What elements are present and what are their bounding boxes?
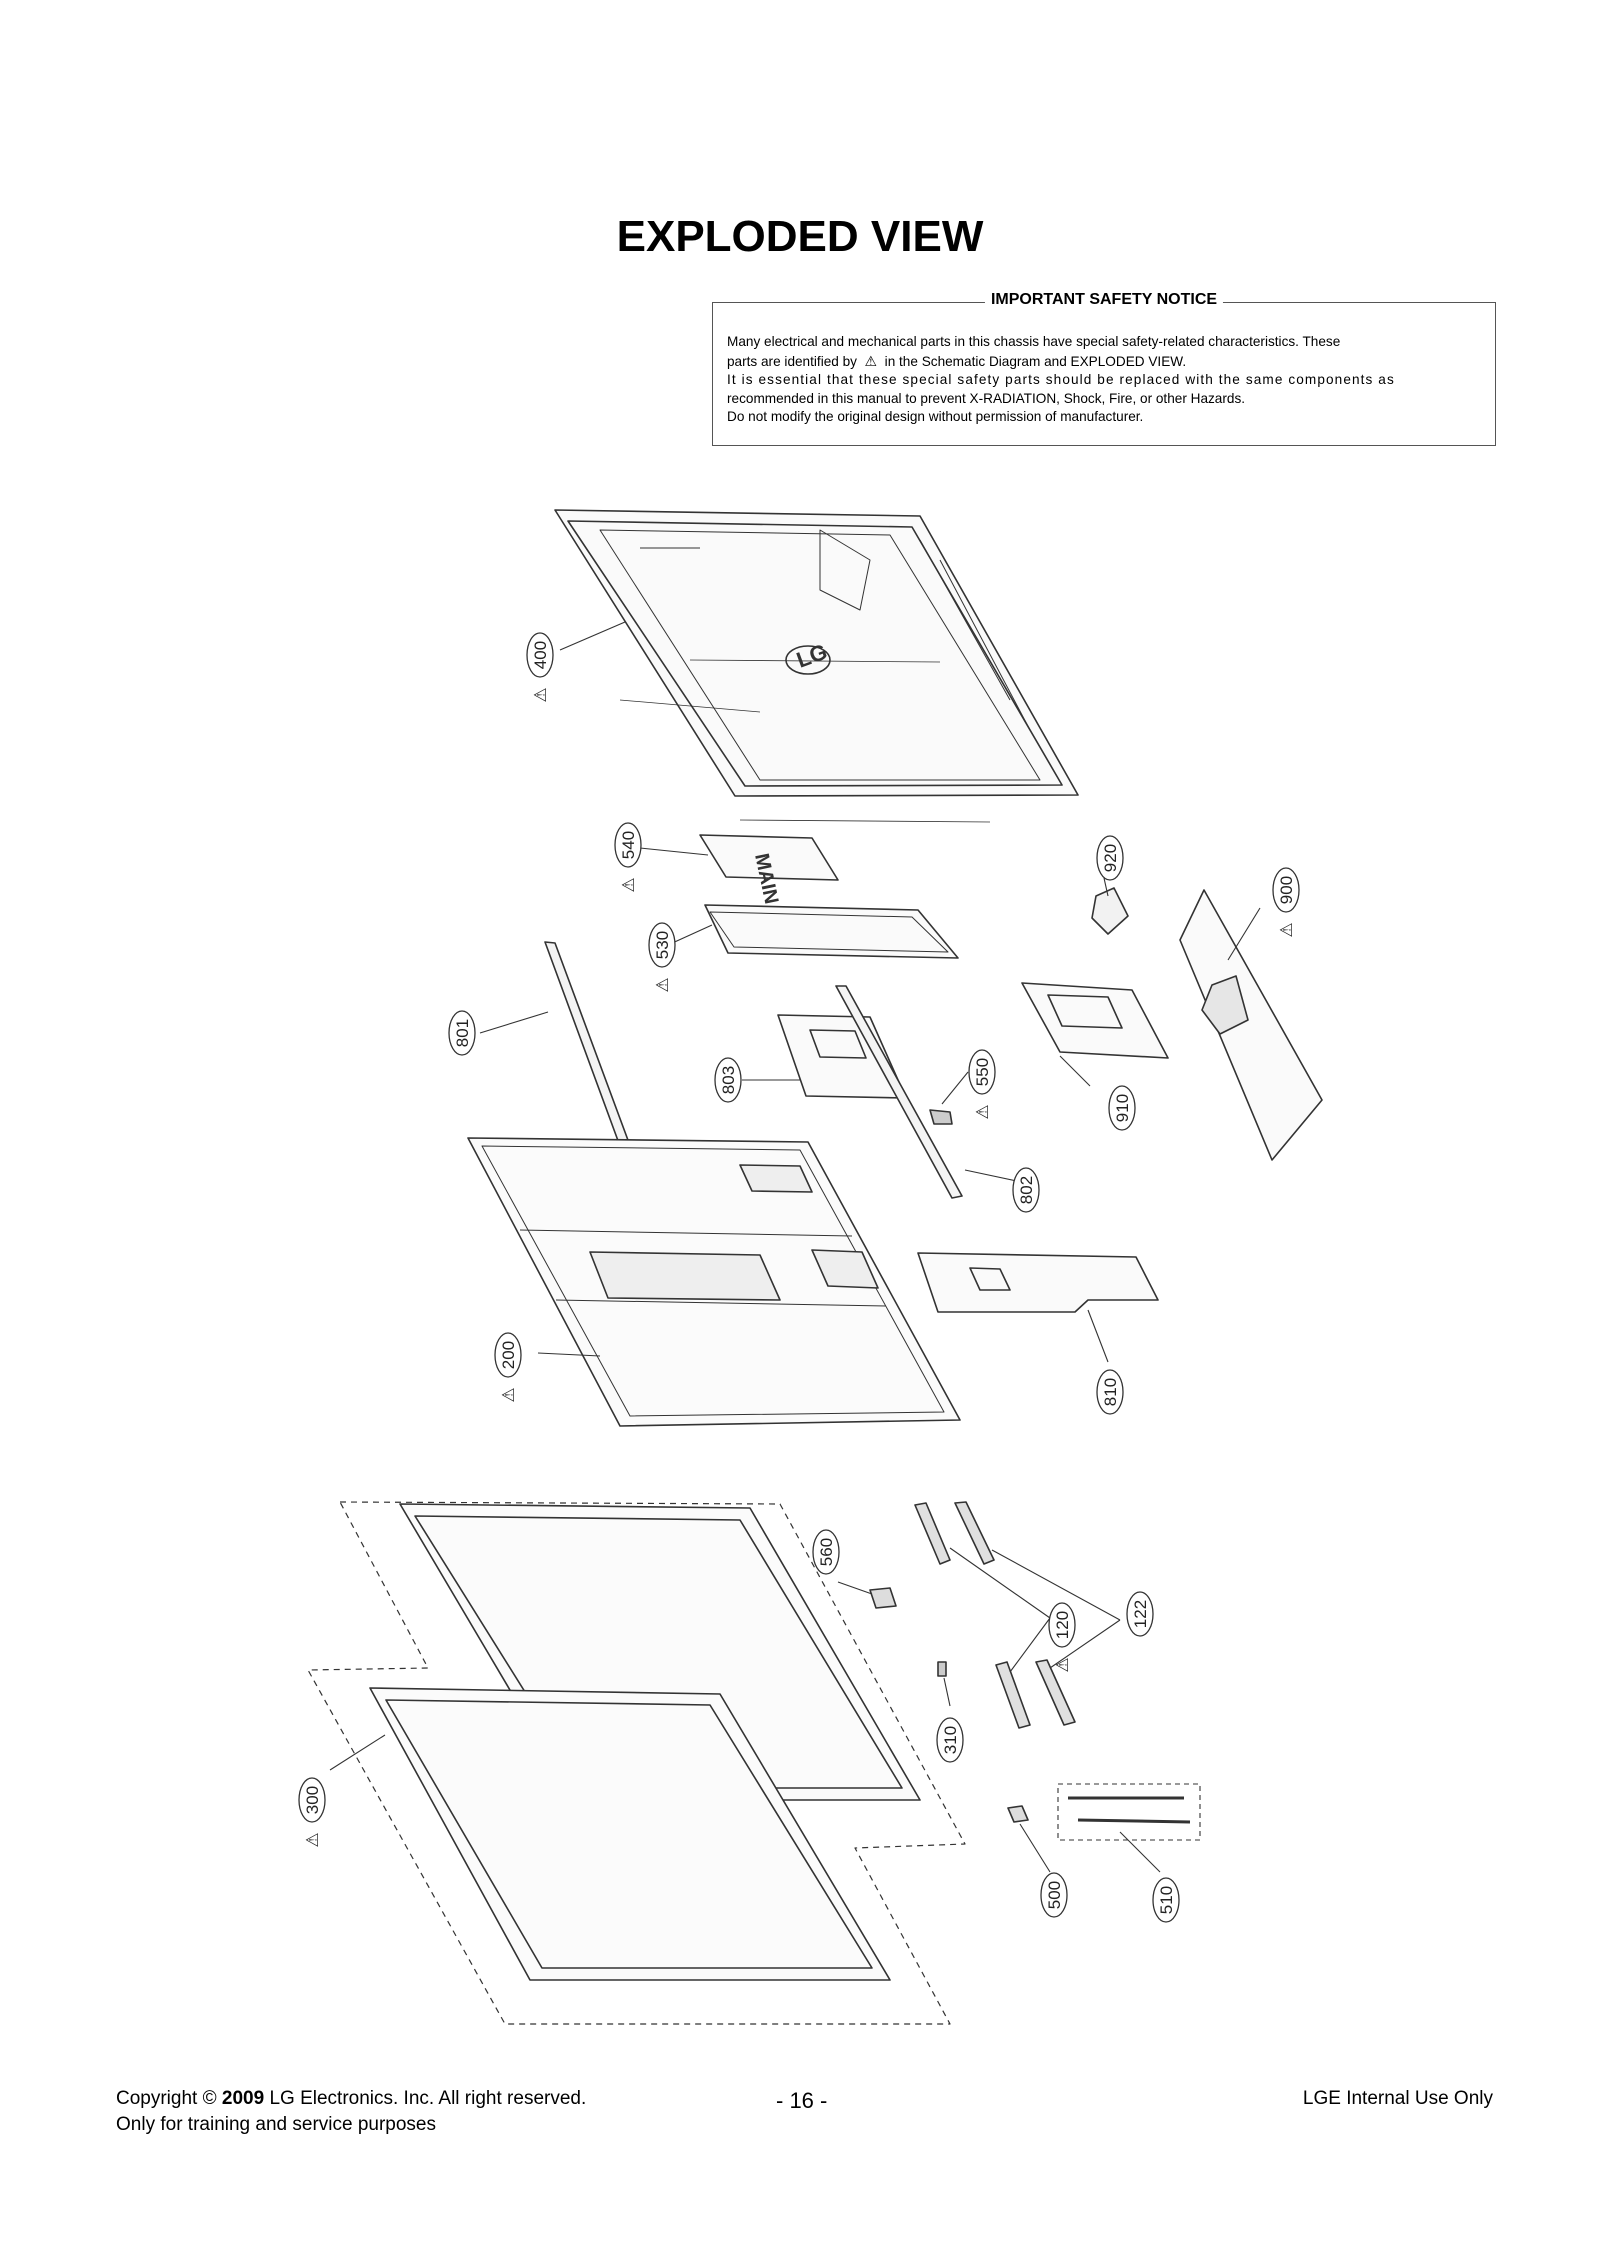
callout-bubble — [1012, 1167, 1040, 1213]
callout-number: 310 — [941, 1726, 960, 1754]
callout-number: 803 — [719, 1066, 738, 1094]
callout-number: 550 — [973, 1058, 992, 1086]
callout-540: 540 ⚠ — [614, 822, 642, 893]
callout-bubble — [1096, 1369, 1124, 1415]
callout-bubble — [812, 1529, 840, 1575]
callout-900: 900 ⚠ — [1272, 867, 1300, 938]
page-title: EXPLODED VIEW — [616, 212, 984, 261]
callout-number: 540 — [619, 831, 638, 859]
callout-bubble — [1040, 1872, 1068, 1918]
chassis-frame-part — [467, 1137, 961, 1427]
callout-bubble — [714, 1057, 742, 1103]
warning-triangle-icon: ⚠ — [973, 1104, 992, 1119]
safety-notice-title: IMPORTANT SAFETY NOTICE — [984, 291, 1224, 309]
leader-lines — [329, 621, 1261, 1873]
callout-400: 400 ⚠ — [526, 632, 554, 703]
callout-bubble — [936, 1717, 964, 1763]
callout-number: 560 — [817, 1538, 836, 1566]
warning-triangle-icon: ⚠ — [864, 352, 878, 369]
callout-801: 801 — [448, 1010, 476, 1056]
callout-bubble — [648, 922, 676, 968]
warning-triangle-icon: ⚠ — [653, 977, 672, 992]
callout-bubble — [1152, 1877, 1180, 1923]
power-board-part — [704, 904, 959, 959]
callout-layer: 400 ⚠ 540 ⚠ 530 ⚠ 920 900 ⚠ 801 803 550 ⚠ 910 802 810 20… — [298, 632, 1300, 1923]
callout-bubble — [614, 822, 642, 868]
notice-line-2-start: parts are identified by — [727, 353, 857, 369]
callout-560: 560 — [812, 1529, 840, 1575]
footer-copyright: Copyright © 2009 LG Electronics. Inc. Al… — [116, 2088, 586, 2110]
shield-sheet-part — [917, 1252, 1159, 1313]
callout-bubble — [298, 1777, 326, 1823]
callout-bubble — [526, 632, 554, 678]
callout-550: 550 ⚠ — [968, 1049, 996, 1120]
footer-internal-use: LGE Internal Use Only — [1302, 2088, 1493, 2109]
footer-copyright-prefix: Copyright — [116, 2088, 198, 2109]
footer-purpose: Only for training and service purposes — [116, 2114, 436, 2135]
warning-triangle-icon: ⚠ — [303, 1832, 322, 1847]
small-parts-group — [869, 1501, 1201, 1841]
callout-bubble — [448, 1010, 476, 1056]
callout-bubble — [968, 1049, 996, 1095]
callout-920: 920 — [1096, 835, 1124, 881]
callout-803: 803 — [714, 1057, 742, 1103]
safety-notice-body: Many electrical and mechanical parts in … — [727, 333, 1481, 427]
callout-510: 510 — [1152, 1877, 1180, 1923]
callout-number: 810 — [1101, 1378, 1120, 1406]
copyright-icon: © — [202, 2088, 217, 2109]
callout-number: 200 — [499, 1341, 518, 1369]
callout-number: 122 — [1131, 1600, 1150, 1628]
callout-number: 920 — [1101, 844, 1120, 872]
callout-810: 810 — [1096, 1369, 1124, 1415]
warning-triangle-icon: ⚠ — [499, 1387, 518, 1402]
footer-year: 2009 — [221, 2088, 265, 2109]
notice-line-1: Many electrical and mechanical parts in … — [727, 334, 1341, 349]
callout-number: 120 — [1053, 1611, 1072, 1639]
callout-number: 910 — [1113, 1094, 1132, 1122]
callout-bubble — [494, 1332, 522, 1378]
callout-bubble — [1048, 1602, 1076, 1648]
callout-number: 530 — [653, 931, 672, 959]
notice-line-2: parts are identified by ⚠ in the Schemat… — [727, 352, 1481, 372]
callout-120: 120 ⚠ — [1048, 1602, 1076, 1673]
callout-number: 300 — [303, 1786, 322, 1814]
callout-bubble — [1096, 835, 1124, 881]
callout-number: 400 — [531, 641, 550, 669]
callout-802: 802 — [1012, 1167, 1040, 1213]
callout-bubble — [1126, 1591, 1154, 1637]
callout-310: 310 — [936, 1717, 964, 1763]
footer-page-number: - 16 - — [776, 2088, 828, 2113]
callout-number: 500 — [1045, 1881, 1064, 1909]
warning-triangle-icon: ⚠ — [1053, 1657, 1072, 1672]
stand-bracket-part — [1021, 982, 1169, 1059]
safety-notice-box: IMPORTANT SAFETY NOTICE Many electrical … — [712, 291, 1496, 446]
warning-triangle-icon: ⚠ — [619, 877, 638, 892]
footer-company: LG Electronics. Inc. All right reserved. — [269, 2088, 587, 2109]
stand-part — [1091, 887, 1323, 1161]
callout-number: 802 — [1017, 1176, 1036, 1204]
callout-530: 530 ⚠ — [648, 922, 676, 993]
main-board-part: MAIN — [699, 834, 839, 906]
callout-bubble — [1108, 1085, 1136, 1131]
callout-number: 510 — [1157, 1886, 1176, 1914]
callout-number: 900 — [1277, 876, 1296, 904]
callout-500: 500 — [1040, 1872, 1068, 1918]
callout-bubble — [1272, 867, 1300, 913]
notice-line-4: recommended in this manual to prevent X-… — [727, 390, 1246, 406]
callout-122: 122 — [1126, 1591, 1154, 1637]
notice-line-3: It is essential that these special safet… — [727, 372, 1395, 387]
center-bracket-part — [777, 985, 963, 1199]
warning-triangle-icon: ⚠ — [1277, 922, 1296, 937]
notice-line-5: Do not modify the original design withou… — [727, 409, 1144, 424]
callout-300: 300 ⚠ — [298, 1777, 326, 1848]
front-bezel-part — [307, 1501, 966, 2025]
notice-line-2-end: in the Schematic Diagram and EXPLODED VI… — [884, 353, 1187, 369]
callout-number: 801 — [453, 1019, 472, 1047]
back-cover-part: LG — [554, 509, 1079, 823]
callout-200: 200 ⚠ — [494, 1332, 522, 1403]
callout-910: 910 — [1108, 1085, 1136, 1131]
warning-triangle-icon: ⚠ — [531, 687, 550, 702]
